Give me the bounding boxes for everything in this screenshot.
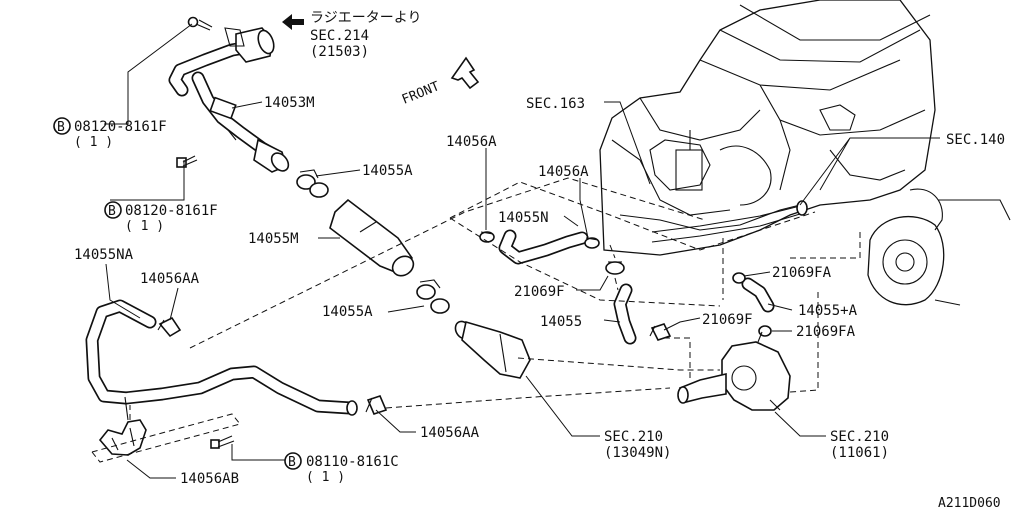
label-14055A-top: 14055A (362, 163, 413, 179)
water-pump-11061 (677, 331, 791, 411)
water-outlet-13049N (454, 320, 531, 379)
bolt-bottom-qty: ( 1 ) (306, 470, 345, 485)
diagram-id: A211D060 (938, 496, 1001, 511)
radiator-note-jp: ラジエーターより (310, 10, 421, 26)
bolt-mid-qty: ( 1 ) (125, 219, 164, 234)
heater-pipe (651, 200, 808, 243)
label-14056AA-left: 14056AA (140, 271, 200, 287)
bolt-mid-badge: B (108, 204, 116, 219)
clamp-14056A-left (479, 231, 495, 243)
label-14056A-left: 14056A (446, 134, 497, 150)
front-label: FRONT (400, 79, 442, 108)
water-pipe-14053M (168, 27, 290, 173)
label-sec210-left: SEC.210 (604, 429, 663, 445)
bolt-top-badge: B (57, 120, 65, 135)
hose-14055M (329, 198, 415, 277)
clamp-14055A-mid (416, 279, 450, 314)
bolt-top-qty: ( 1 ) (74, 135, 113, 150)
clamp-21069F-left (605, 261, 625, 275)
bolt-mid-code: 08120-8161F (125, 203, 218, 219)
clamp-14056AA-bottom (365, 395, 388, 415)
label-21069FA-top: 21069FA (772, 265, 832, 281)
bracket-14056AB (98, 419, 147, 456)
hose-14055N (498, 229, 589, 265)
hose-14055NA (85, 299, 358, 421)
callout-bolt-top: B 08120-8161F ( 1 ) (53, 117, 167, 150)
clamp-21069FA-bottom (758, 325, 772, 337)
label-14055N: 14055N (498, 210, 549, 226)
label-14056A-right: 14056A (538, 164, 589, 180)
clamp-14056AA-left (157, 316, 182, 338)
label-21069F-left: 21069F (514, 284, 565, 300)
bolt-bottom (210, 435, 235, 449)
label-14055plusA: 14055+A (798, 303, 858, 319)
clamp-14056A-right (584, 237, 600, 249)
bolt-top-code: 08120-8161F (74, 119, 167, 135)
clamp-21069F-right (649, 323, 672, 341)
label-14055: 14055 (540, 314, 582, 330)
bolt-bottom-badge: B (288, 455, 296, 470)
callout-bolt-bottom: B 08110-8161C ( 1 ) (284, 452, 399, 485)
label-sec140: SEC.140 (946, 132, 1005, 148)
label-14055NA: 14055NA (74, 247, 134, 263)
bolt-top (187, 16, 213, 31)
radiator-note-sec: SEC.214 (310, 28, 369, 44)
radiator-note-code: (21503) (310, 44, 369, 60)
bolt-bottom-code: 08110-8161C (306, 454, 399, 470)
callout-bolt-mid: B 08120-8161F ( 1 ) (104, 201, 218, 234)
bolt-mid (176, 155, 198, 168)
label-21069FA-bottom: 21069FA (796, 324, 856, 340)
label-14056AB: 14056AB (180, 471, 239, 487)
leader-lines (104, 23, 940, 479)
hose-14055 (613, 283, 637, 345)
label-14055A-mid: 14055A (322, 304, 373, 320)
clamp-14055A-top (296, 169, 329, 198)
label-sec210-right: SEC.210 (830, 429, 889, 445)
label-14055M: 14055M (248, 231, 299, 247)
label-14053M: 14053M (264, 95, 315, 111)
engine-block-outline (599, 0, 1011, 306)
label-21069F-right: 21069F (702, 312, 753, 328)
clamp-21069FA-top (732, 272, 746, 284)
reference-dashes (91, 177, 861, 463)
label-sec210-right-code: (11061) (830, 445, 889, 461)
hose-14055plusA (741, 277, 775, 313)
front-arrow: FRONT (400, 56, 480, 108)
radiator-arrow-icon (282, 14, 304, 30)
label-sec210-left-code: (13049N) (604, 445, 671, 461)
label-sec163: SEC.163 (526, 96, 585, 112)
label-14056AA-bottom: 14056AA (420, 425, 480, 441)
